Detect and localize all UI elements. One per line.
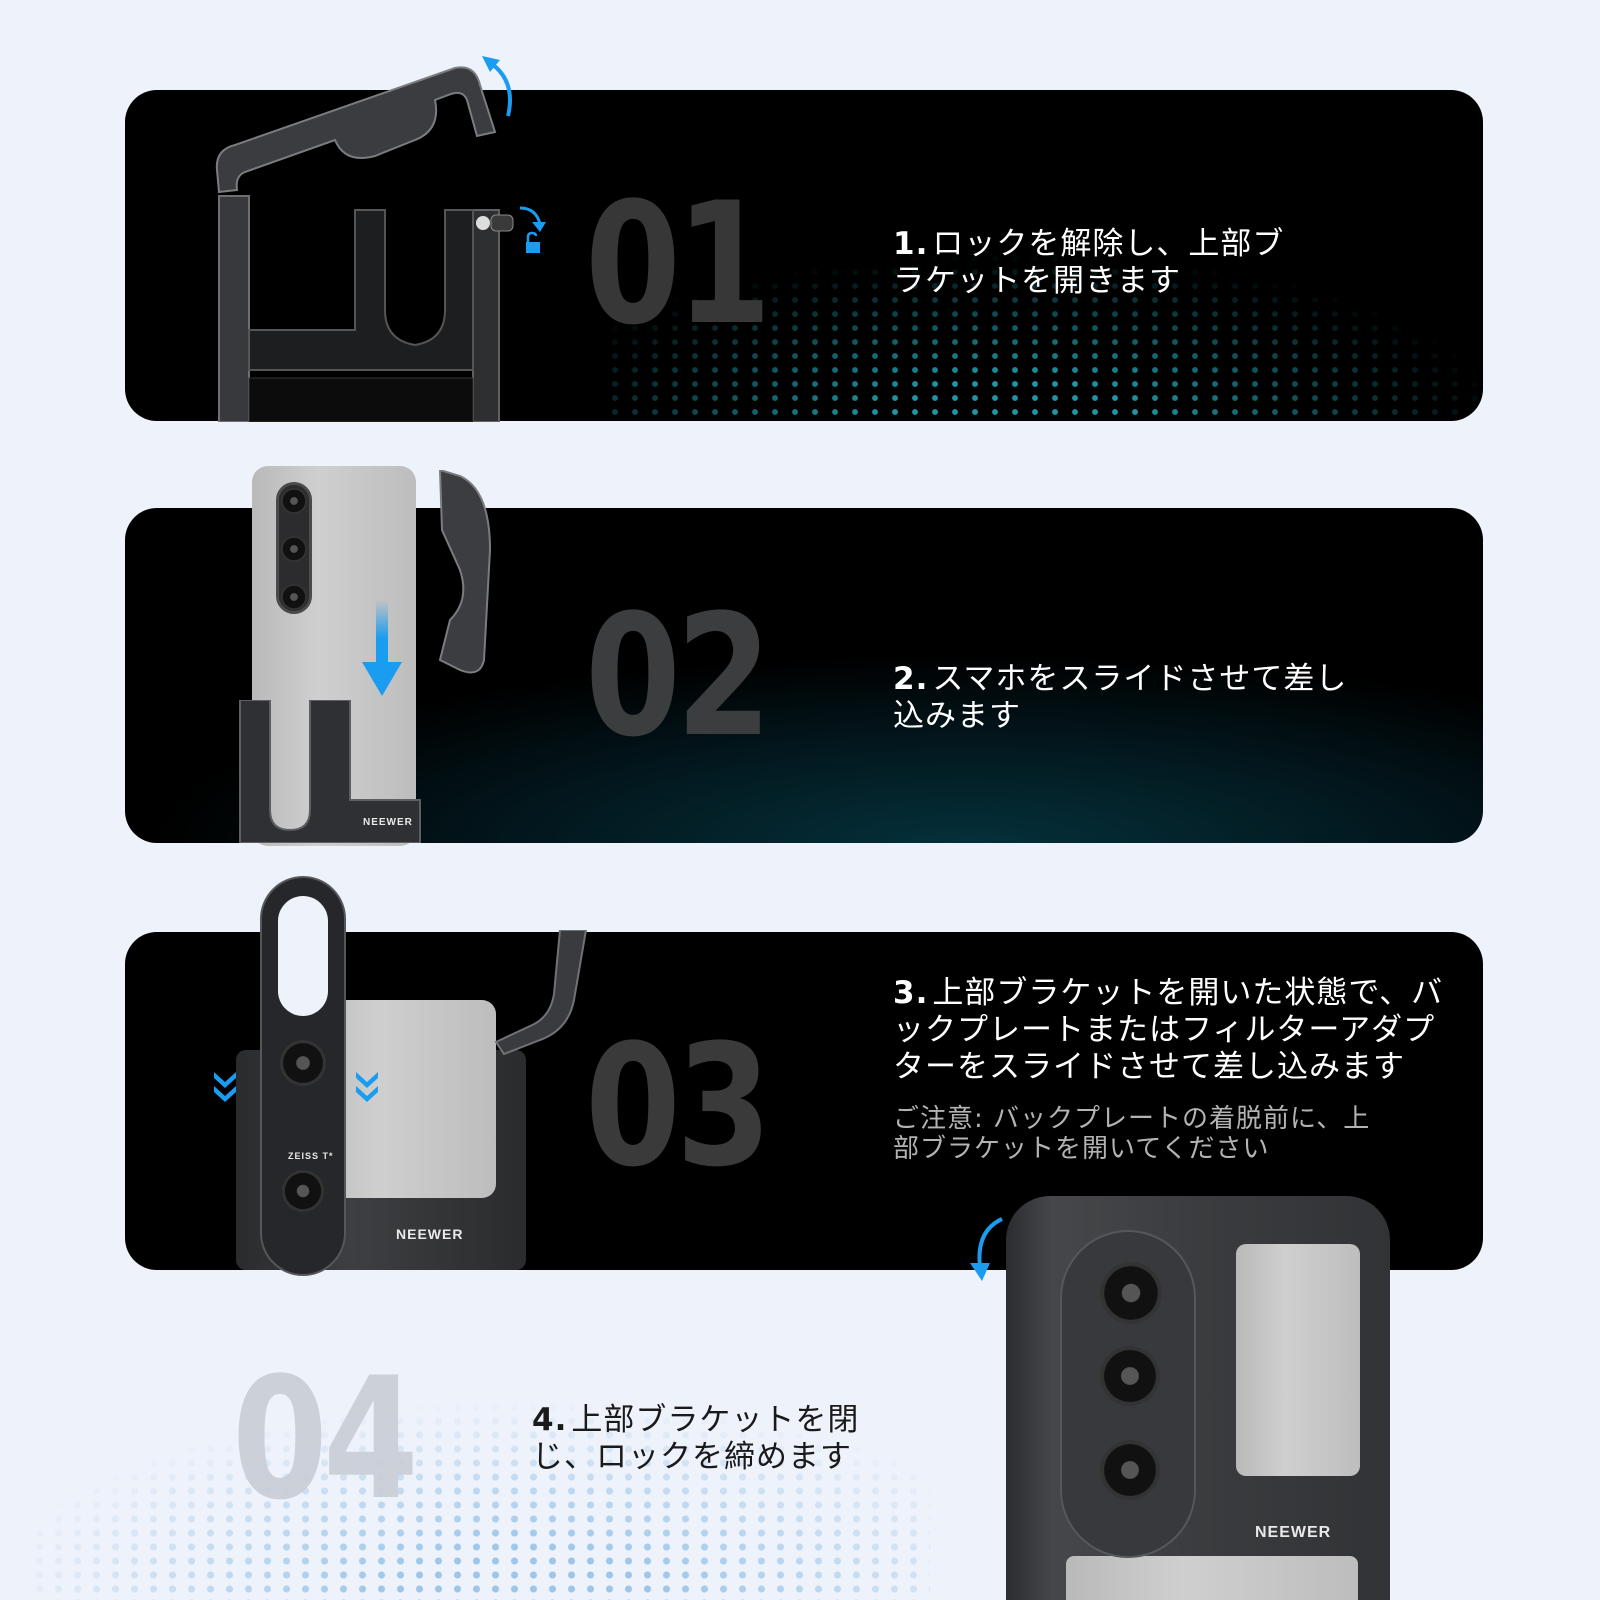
top-bracket-image — [438, 470, 492, 674]
camera-lens — [281, 488, 307, 514]
step-number-4: 04 — [232, 1341, 419, 1537]
step-1-line-2: ラケットを開きます — [893, 263, 1181, 299]
halftone-dots-decoration — [605, 251, 1483, 421]
step-2-line-2: 込みます — [893, 698, 1021, 734]
camera-lens — [280, 1040, 326, 1086]
camera-lens — [1100, 1440, 1160, 1500]
step-3-caution-note: ご注意: バックプレートの着脱前に、上 部ブラケットを開いてください — [893, 1104, 1413, 1164]
step-1-instruction: 1.ロックを解除し、上部ブ ラケットを開きます — [893, 226, 1313, 300]
cage-bottom-image — [239, 700, 421, 843]
step-number-3: 03 — [585, 1008, 772, 1204]
caution-line-2: 部ブラケットを開いてください — [893, 1134, 1270, 1164]
curved-arrow-down-icon — [970, 1217, 1003, 1281]
cage-frame-open-image — [215, 66, 514, 422]
double-chevron-down-icon — [214, 1072, 236, 1102]
step-1-index: 1. — [893, 226, 929, 262]
step-4-line-2: じ、ロックを締めます — [532, 1439, 852, 1475]
step-2-instruction: 2.スマホをスライドさせて差し 込みます — [893, 661, 1393, 735]
top-bracket-image — [494, 930, 588, 1056]
double-chevron-down-icon — [356, 1072, 378, 1102]
neewer-logo: NEEWER — [363, 817, 413, 828]
step-3-line-2: ックプレートまたはフィルターアダプ — [893, 1012, 1436, 1048]
step-4-index: 4. — [532, 1402, 568, 1438]
neewer-logo: NEEWER — [396, 1226, 464, 1242]
phone-back-window — [1236, 1244, 1360, 1476]
zeiss-label: ZEISS T* — [288, 1151, 334, 1161]
step-3-index: 3. — [893, 975, 929, 1011]
step-3-line-1: 上部ブラケットを開いた状態で、バ — [932, 975, 1444, 1011]
step-number-2: 02 — [585, 578, 772, 774]
step-4-line-1: 上部ブラケットを閉 — [571, 1402, 860, 1438]
step-4-instruction: 4.上部ブラケットを閉 じ、ロックを締めます — [532, 1402, 912, 1476]
unlock-icon — [519, 206, 546, 253]
camera-lens — [282, 1170, 324, 1212]
step-number-1: 01 — [585, 166, 772, 362]
adapter-cutout — [278, 896, 328, 1016]
step-2-index: 2. — [893, 661, 929, 697]
caution-line-1: ご注意: バックプレートの着脱前に、上 — [893, 1104, 1371, 1134]
arrow-down-icon — [362, 600, 402, 696]
neewer-logo: NEEWER — [1255, 1524, 1332, 1541]
camera-lens — [1100, 1262, 1162, 1324]
step-1-line-1: ロックを解除し、上部ブ — [932, 226, 1285, 262]
step-3-line-3: ターをスライドさせて差し込みます — [893, 1049, 1405, 1085]
curved-arrow-up-icon — [482, 56, 512, 117]
camera-lens — [281, 536, 307, 562]
camera-lens — [1100, 1346, 1160, 1406]
halftone-dots-decoration — [30, 1400, 930, 1600]
step-3-instruction: 3.上部ブラケットを開いた状態で、バ ックプレートまたはフィルターアダプ ターを… — [893, 975, 1453, 1086]
step-2-line-1: スマホをスライドさせて差し — [932, 661, 1348, 697]
phone-back-window-bottom — [1066, 1556, 1358, 1600]
camera-lens — [281, 584, 307, 610]
